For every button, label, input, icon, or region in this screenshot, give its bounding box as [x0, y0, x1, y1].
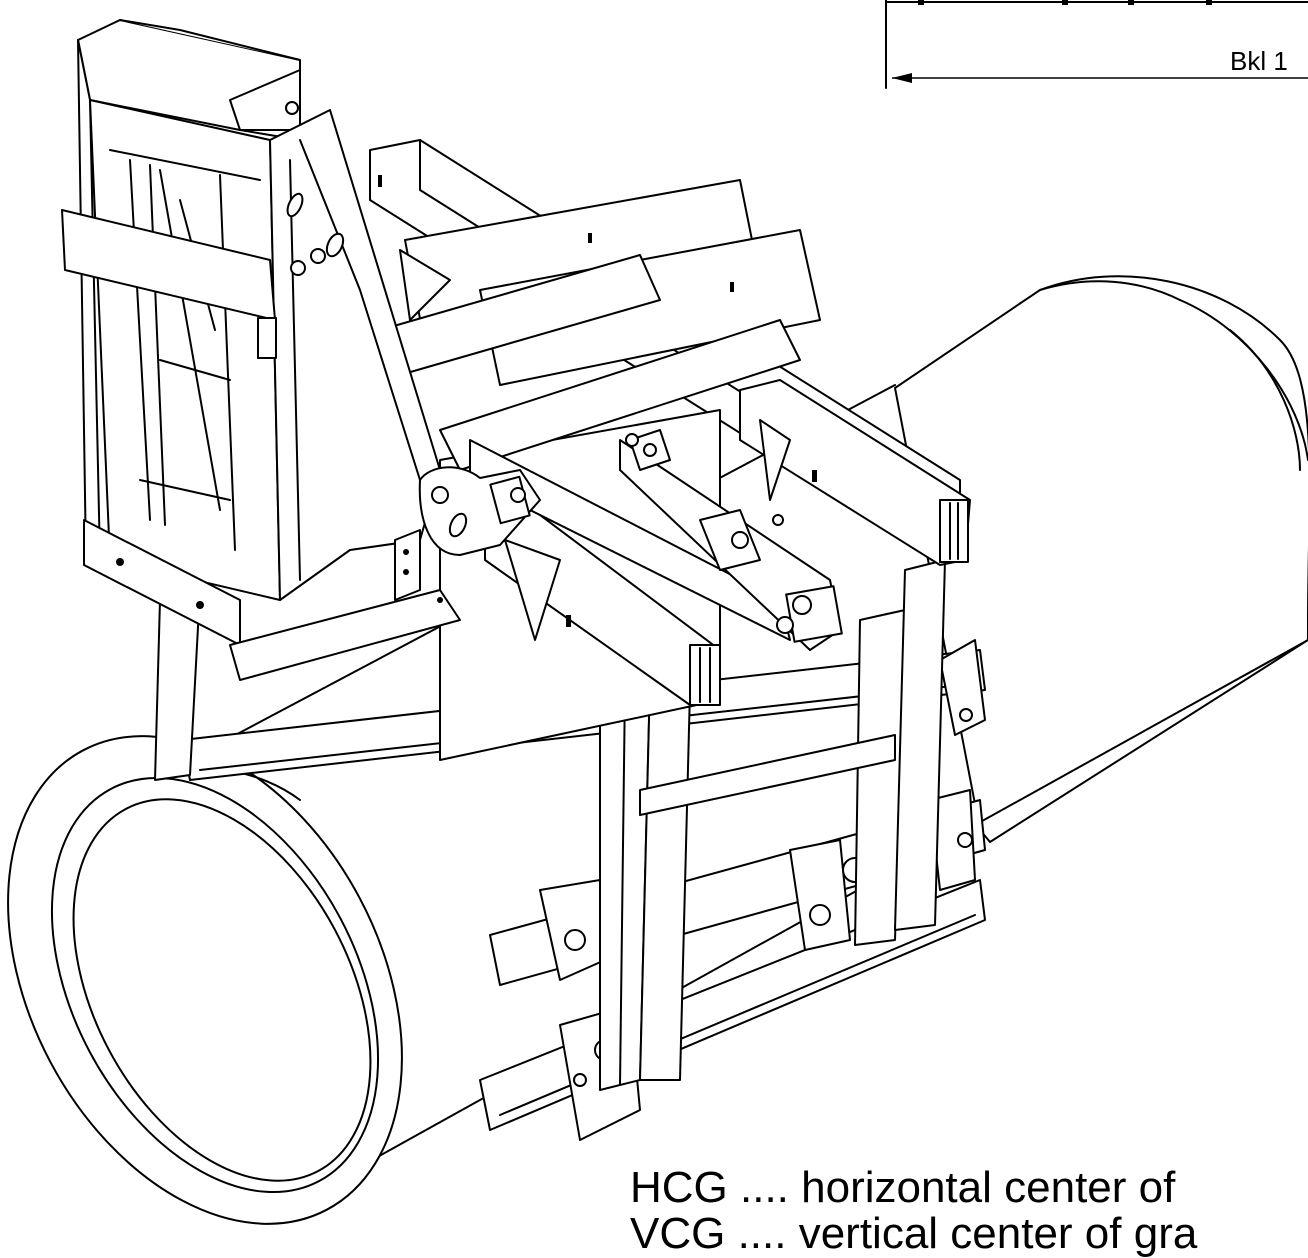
lower-beam: [229, 589, 461, 681]
frame-legs: [154, 559, 946, 1091]
legend-hcg: HCG .... horizontal center of: [630, 1163, 1176, 1212]
pivot-plate: [394, 466, 541, 601]
upright-tower: [61, 19, 441, 646]
dimension-annotation: [885, 0, 1308, 89]
dimension-label: Bkl 1: [1230, 46, 1288, 76]
legend-vcg: VCG .... vertical center of gra: [630, 1209, 1198, 1258]
actuators: [469, 429, 843, 651]
